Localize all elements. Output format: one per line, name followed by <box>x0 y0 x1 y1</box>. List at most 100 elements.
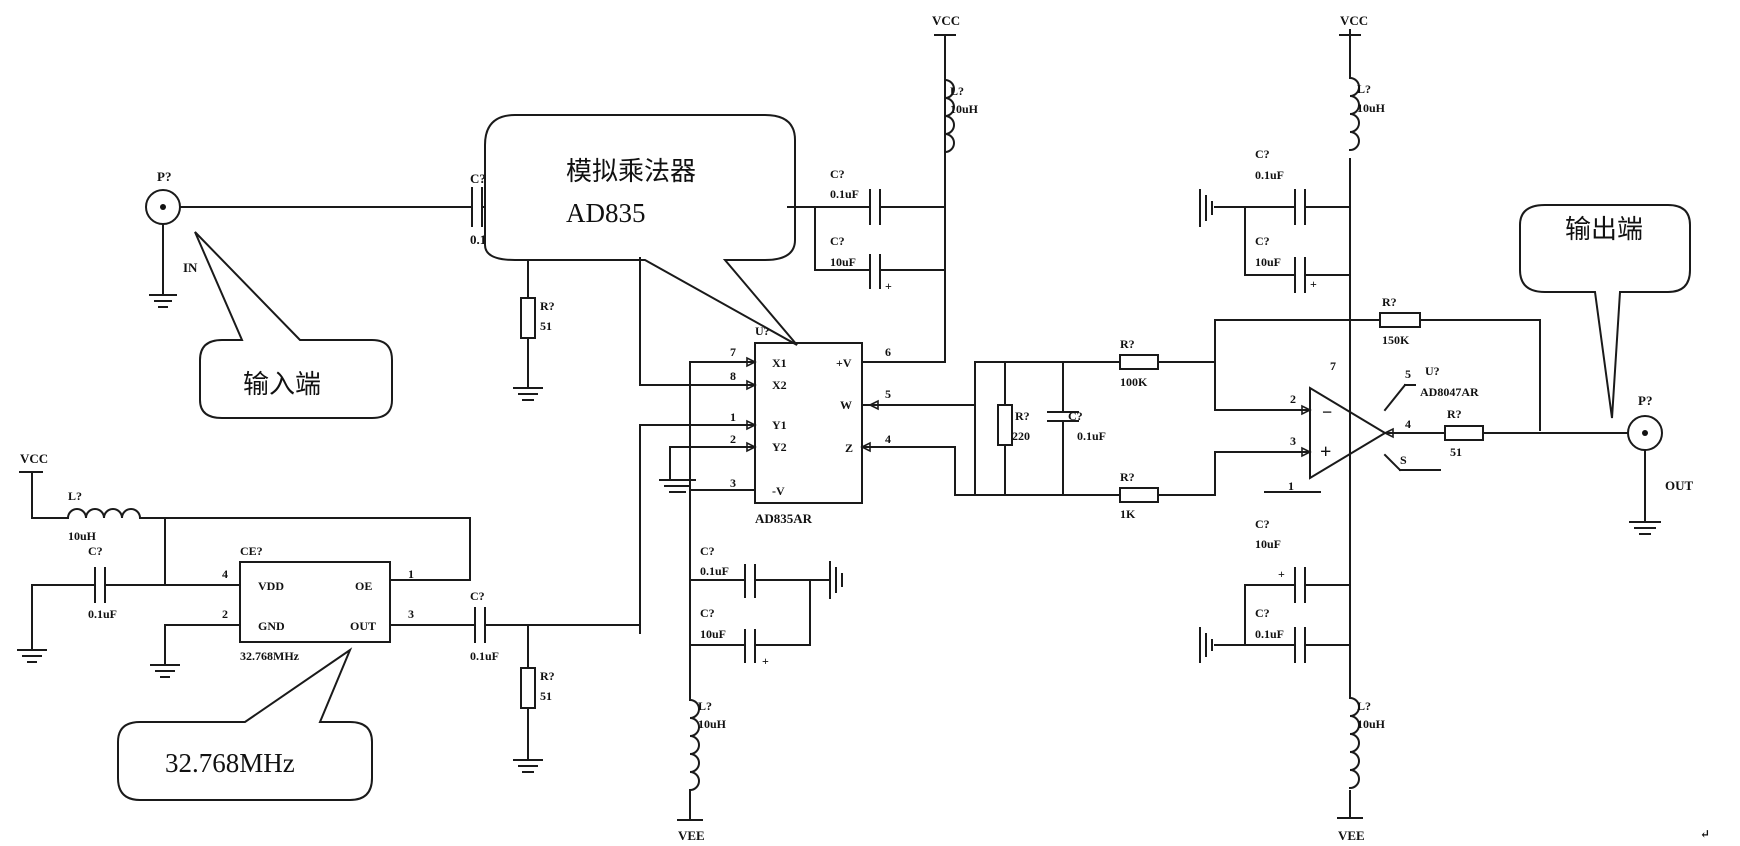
svg-text:0.1uF: 0.1uF <box>1255 168 1284 182</box>
decoupling-caps-opamp-pos: C? 0.1uF C? 10uF + <box>1199 147 1351 293</box>
output-resistor-51: R? 51 <box>1444 407 1484 459</box>
svg-text:L?: L? <box>1357 82 1371 96</box>
input-port-ref: P? <box>157 169 171 184</box>
decoupling-caps-ad835-pos: C? 0.1uF C? 10uF + <box>787 167 946 293</box>
output-port-name: OUT <box>1665 478 1694 493</box>
vee-label-1: VEE <box>678 828 705 843</box>
inductor-vee-1: L? 10uH VEE <box>677 698 727 843</box>
svg-text:R?: R? <box>1447 407 1462 421</box>
svg-text:7: 7 <box>1330 359 1336 373</box>
svg-text:OE: OE <box>355 579 372 593</box>
svg-text:4: 4 <box>885 432 891 446</box>
output-port: P? OUT <box>1627 393 1694 535</box>
svg-text:Z: Z <box>845 441 853 455</box>
svg-text:220: 220 <box>1012 429 1030 443</box>
svg-text:R?: R? <box>1120 337 1135 351</box>
svg-text:R?: R? <box>1015 409 1030 423</box>
svg-text:C?: C? <box>1255 517 1270 531</box>
svg-text:+: + <box>1278 567 1285 581</box>
svg-text:6: 6 <box>885 345 891 359</box>
svg-text:+: + <box>1320 441 1331 463</box>
input-port-name: IN <box>183 260 198 275</box>
svg-text:R?: R? <box>1120 470 1135 484</box>
svg-text:R?: R? <box>540 299 555 313</box>
svg-text:−: − <box>1322 402 1332 422</box>
svg-text:10uH: 10uH <box>698 717 727 731</box>
svg-text:C?: C? <box>700 606 715 620</box>
svg-text:+: + <box>762 654 769 668</box>
resistor-1k: R? 1K <box>1119 470 1159 521</box>
svg-text:L?: L? <box>68 489 82 503</box>
svg-text:C?: C? <box>700 544 715 558</box>
svg-text:0.1uF: 0.1uF <box>88 607 117 621</box>
svg-text:Y2: Y2 <box>772 440 787 454</box>
svg-text:+V: +V <box>836 356 852 370</box>
oscillator-ic: CE? 32.768MHz VDD GND OE OUT 4 2 1 3 <box>222 544 414 663</box>
svg-text:U?: U? <box>1425 364 1440 378</box>
svg-text:C?: C? <box>1255 606 1270 620</box>
svg-text:10uF: 10uF <box>700 627 726 641</box>
input-port: P? IN <box>145 169 198 308</box>
svg-text:1: 1 <box>408 567 414 581</box>
svg-text:10uH: 10uH <box>68 529 97 543</box>
svg-text:2: 2 <box>730 432 736 446</box>
inductor-vcc-2: L? 10uH <box>1340 76 1386 158</box>
feedback-resistor-150k: R? 150K <box>1379 295 1421 347</box>
svg-text:X1: X1 <box>772 356 787 370</box>
svg-text:51: 51 <box>540 319 552 333</box>
svg-text:C?: C? <box>830 234 845 248</box>
opamp-ad8047: − + 2 3 1 7 5 4 U? AD8047AR S <box>1288 359 1479 493</box>
inductor-vee-2: L? 10uH VEE <box>1337 696 1386 843</box>
svg-text:3: 3 <box>1290 434 1296 448</box>
svg-text:10uH: 10uH <box>1357 717 1386 731</box>
svg-text:1: 1 <box>1288 479 1294 493</box>
svg-text:S: S <box>1400 453 1407 467</box>
svg-text:2: 2 <box>1290 392 1296 406</box>
svg-text:100K: 100K <box>1120 375 1148 389</box>
filter-capacitor: C? 0.1uF <box>1047 361 1106 496</box>
svg-text:+: + <box>885 279 892 293</box>
svg-text:0.1uF: 0.1uF <box>1255 627 1284 641</box>
cin-value: 0.1 <box>470 232 486 247</box>
svg-text:-V: -V <box>772 484 785 498</box>
svg-text:150K: 150K <box>1382 333 1410 347</box>
osc-output-capacitor: C? 0.1uF <box>470 589 499 663</box>
svg-text:7: 7 <box>730 345 736 359</box>
vcc-label-1: VCC <box>932 13 960 28</box>
svg-text:3: 3 <box>408 607 414 621</box>
svg-text:4: 4 <box>1405 417 1411 431</box>
svg-text:GND: GND <box>258 619 285 633</box>
svg-text:U?: U? <box>755 324 770 338</box>
inductor-vcc-1: L? 10uH <box>943 78 979 154</box>
return-mark: ↵ <box>1700 827 1710 841</box>
svg-text:+: + <box>1310 277 1317 291</box>
oscillator-callout-text: 32.768MHz <box>165 748 295 778</box>
svg-text:4: 4 <box>222 567 228 581</box>
svg-text:L?: L? <box>950 84 964 98</box>
svg-text:Y1: Y1 <box>772 418 787 432</box>
svg-text:3: 3 <box>730 476 736 490</box>
svg-text:0.1uF: 0.1uF <box>700 564 729 578</box>
decoupling-caps-opamp-neg: C? 10uF + C? 0.1uF <box>1199 517 1351 663</box>
svg-text:2: 2 <box>222 607 228 621</box>
svg-text:51: 51 <box>1450 445 1462 459</box>
svg-text:X2: X2 <box>772 378 787 392</box>
resistor-100k: R? 100K <box>1119 337 1159 389</box>
filter-resistor-220: R? 220 <box>997 361 1030 496</box>
svg-text:C?: C? <box>1255 147 1270 161</box>
svg-text:OUT: OUT <box>350 619 376 633</box>
svg-text:5: 5 <box>1405 367 1411 381</box>
vcc-label-3: VCC <box>20 451 48 466</box>
svg-text:0.1uF: 0.1uF <box>830 187 859 201</box>
ad835-part: AD835AR <box>755 511 813 526</box>
cin-ref: C? <box>470 171 486 186</box>
svg-text:L?: L? <box>698 699 712 713</box>
svg-text:5: 5 <box>885 387 891 401</box>
svg-text:C?: C? <box>470 589 485 603</box>
svg-text:1: 1 <box>730 410 736 424</box>
svg-text:C?: C? <box>1255 234 1270 248</box>
svg-text:10uF: 10uF <box>830 255 856 269</box>
svg-text:W: W <box>840 398 852 412</box>
svg-text:51: 51 <box>540 689 552 703</box>
